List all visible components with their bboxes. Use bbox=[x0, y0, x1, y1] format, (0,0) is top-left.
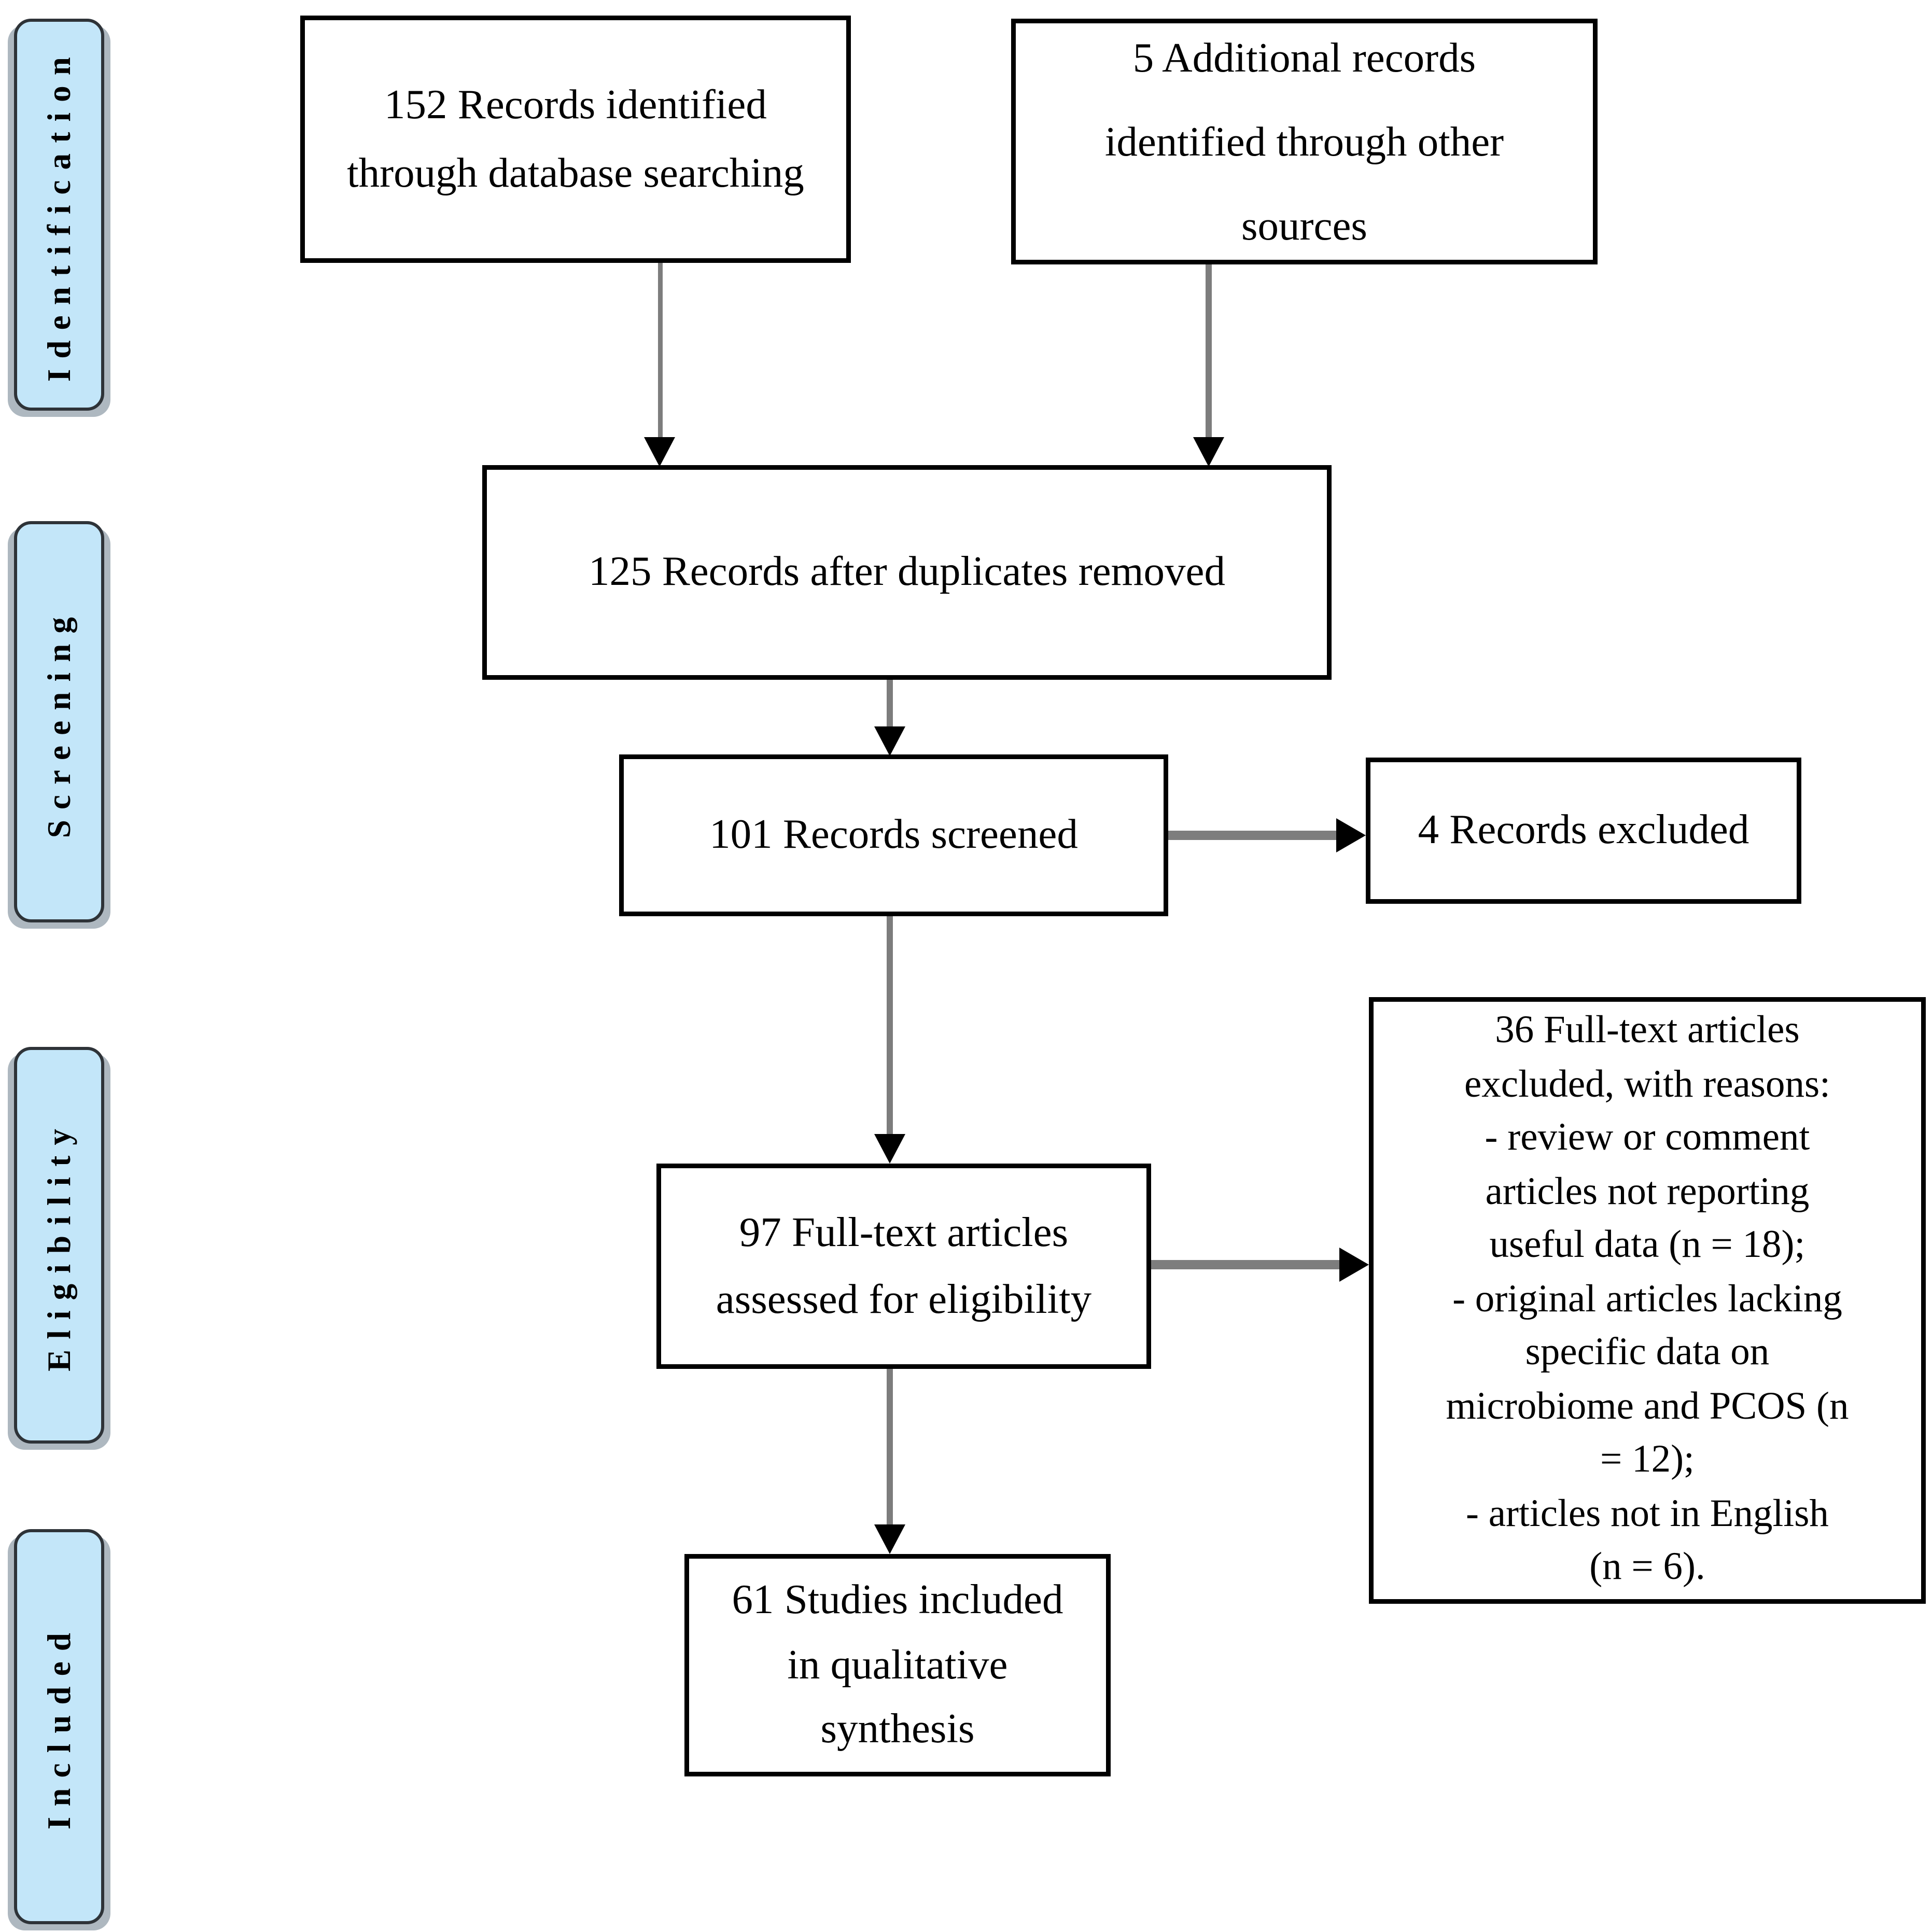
stage-tab-identification: Identification bbox=[14, 19, 104, 411]
arrow-down-head-icon bbox=[874, 726, 905, 756]
arrow-stem bbox=[887, 1369, 893, 1529]
arrow-stem bbox=[1151, 1260, 1344, 1269]
arrow-right-head-icon bbox=[1336, 818, 1366, 852]
arrow-right-head-icon bbox=[1339, 1248, 1369, 1282]
box-records-excluded: 4 Records excluded bbox=[1366, 758, 1801, 904]
box-records-screened: 101 Records screened bbox=[619, 754, 1168, 916]
box-duplicates-removed: 125 Records after duplicates removed bbox=[482, 465, 1332, 680]
box-studies-included: 61 Studies included in qualitative synth… bbox=[684, 1554, 1111, 1776]
arrow-stem bbox=[658, 263, 663, 443]
stage-tab-included: Included bbox=[14, 1529, 104, 1924]
stage-label-screening: Screening bbox=[39, 606, 77, 838]
stage-tab-eligibility: Eligibility bbox=[14, 1047, 104, 1444]
arrow-stem bbox=[1168, 831, 1342, 840]
stage-label-included: Included bbox=[39, 1623, 77, 1830]
arrow-down-head-icon bbox=[1193, 437, 1224, 467]
stage-label-eligibility: Eligibility bbox=[39, 1118, 77, 1372]
box-records-identified: 152 Records identified through database … bbox=[300, 16, 851, 263]
arrow-stem bbox=[1206, 264, 1212, 443]
arrow-down-head-icon bbox=[874, 1524, 905, 1554]
arrow-down-head-icon bbox=[874, 1134, 905, 1164]
box-fulltext-excluded-reasons: 36 Full-text articles excluded, with rea… bbox=[1369, 997, 1926, 1604]
stage-label-identification: Identification bbox=[39, 47, 77, 383]
arrow-down-head-icon bbox=[644, 437, 675, 467]
arrow-stem bbox=[887, 680, 893, 731]
box-fulltext-assessed: 97 Full-text articles assessed for eligi… bbox=[656, 1164, 1151, 1369]
stage-tab-screening: Screening bbox=[14, 521, 104, 922]
box-additional-records: 5 Additional records identified through … bbox=[1011, 19, 1598, 264]
arrow-stem bbox=[887, 916, 893, 1139]
